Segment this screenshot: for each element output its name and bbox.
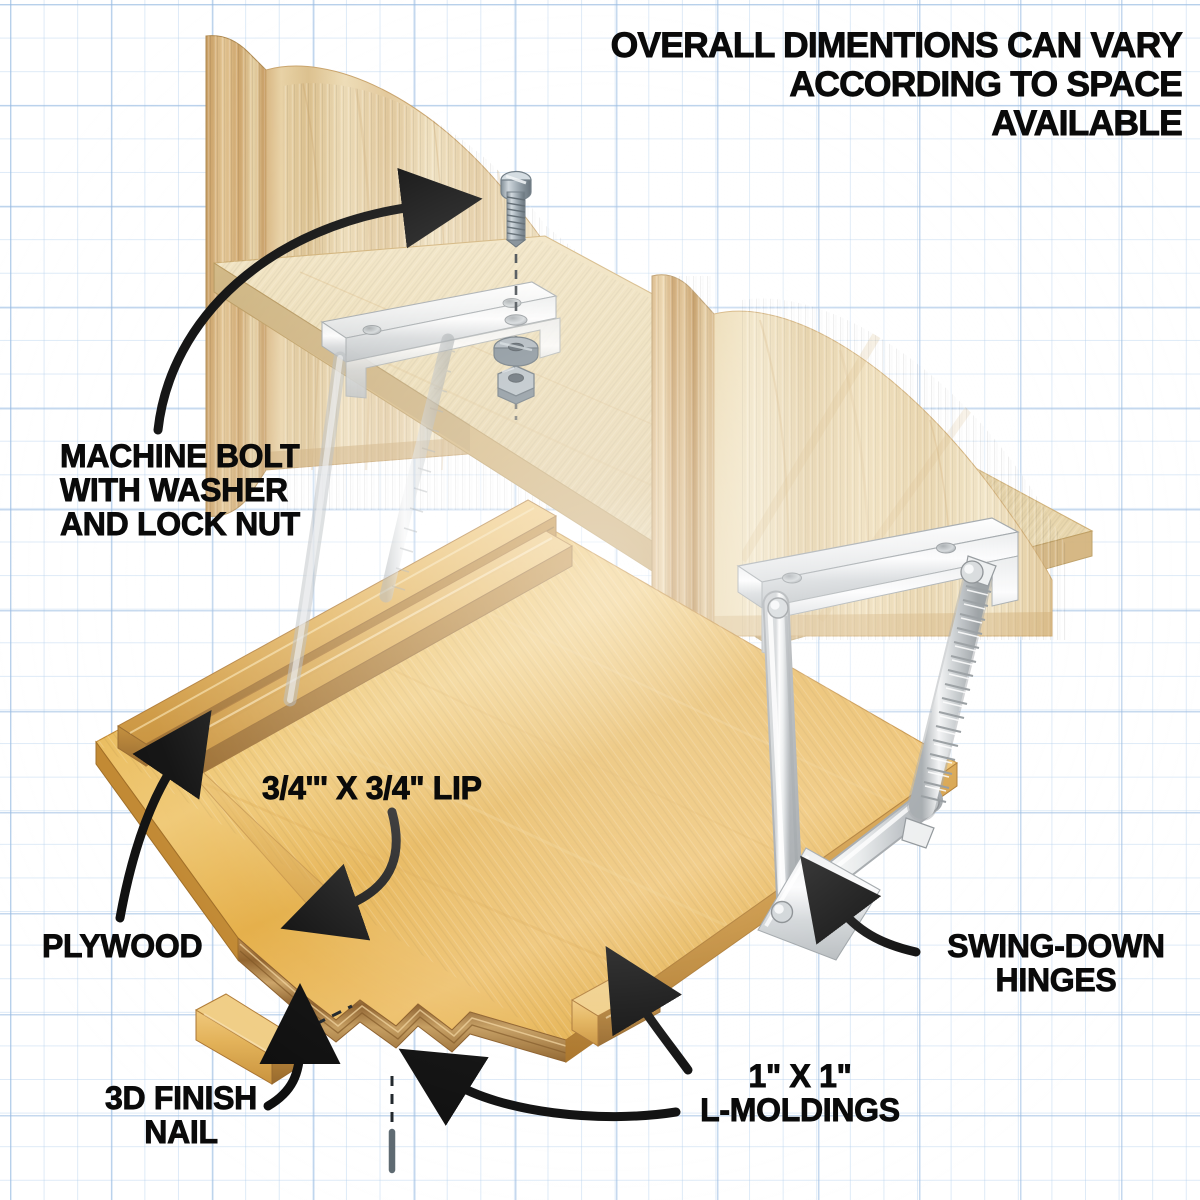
title-line-2: ACCORDING TO SPACE AVAILABLE [789,64,1183,144]
arrow-l-molding-right [605,945,693,1075]
title-line-1: OVERALL DIMENTIONS CAN VARY [610,25,1183,65]
machine-bolt-line-2: WITH WASHER [60,471,289,508]
machine-bolt-line-1: MACHINE BOLT [60,438,301,474]
washer [493,336,539,367]
lock-nut [497,365,535,405]
swing-down-hinges-line-2: HINGES [995,961,1117,998]
callout-plywood: PLYWOOD [42,928,203,964]
callout-lip: 3/4''' X 3/4" LIP [262,770,483,806]
l-moldings-line-1: 1" X 1" [748,1058,852,1094]
arrow-l-molding-left [398,1048,681,1126]
swing-down-hinges-line-1: SWING-DOWN [947,928,1166,964]
wall-panel-right [651,274,1066,674]
finish-nail-line-1: 3D FINISH [105,1080,258,1116]
l-moldings-line-2: L-MOLDINGS [700,1091,901,1128]
finish-nail-line-2: NAIL [144,1113,219,1150]
machine-bolt-line-3: AND LOCK NUT [60,505,301,542]
callout-l-moldings: 1" X 1"L-MOLDINGS [690,1058,910,1128]
